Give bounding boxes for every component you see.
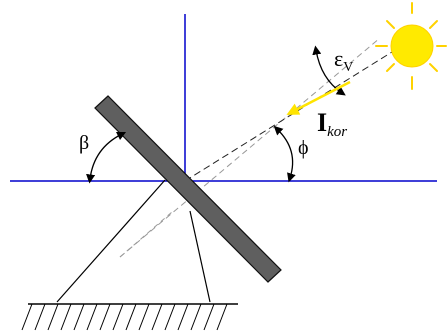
sun-icon bbox=[375, 2, 447, 90]
ground-hatch-icon bbox=[21, 303, 238, 331]
epsilon-v-label: εV bbox=[334, 46, 353, 75]
beta-label: β bbox=[79, 132, 89, 154]
solar-panel bbox=[94, 95, 282, 283]
beta-angle-arc bbox=[86, 131, 127, 184]
epsilon-angle-arc bbox=[312, 45, 346, 96]
incident-radiation-arrow bbox=[286, 80, 351, 115]
support-strut-front bbox=[189, 210, 211, 303]
phi-angle-arc bbox=[273, 125, 296, 183]
i-kor-label: Ikor bbox=[317, 108, 347, 140]
phi-label: ϕ bbox=[298, 137, 309, 159]
support-strut-rear bbox=[56, 179, 166, 303]
shadow-dashed-line bbox=[119, 211, 173, 258]
